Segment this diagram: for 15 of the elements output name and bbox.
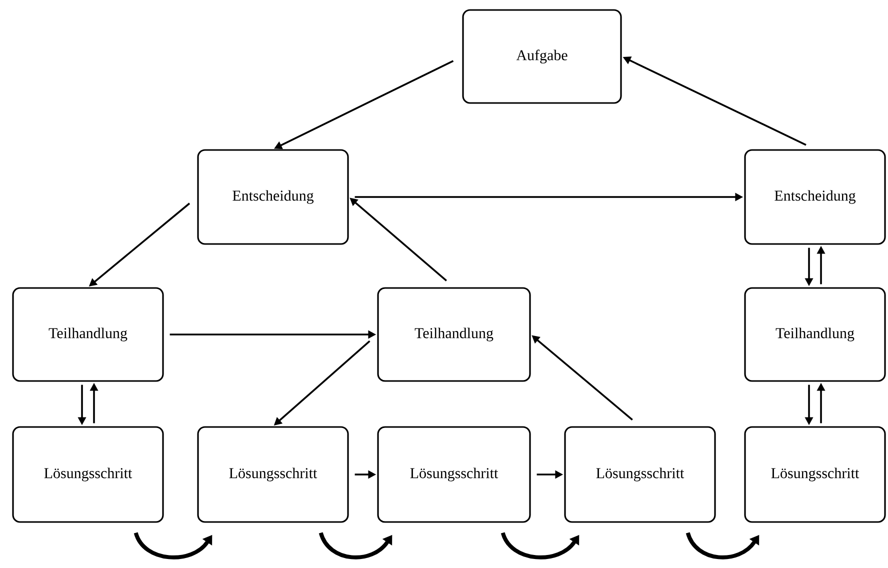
arrow: [500, 532, 580, 560]
process-box: Entscheidung: [744, 149, 886, 245]
process-box: Lösungsschritt: [197, 426, 349, 523]
arrow: [318, 532, 392, 560]
arrow: [686, 532, 760, 560]
process-box: Teilhandlung: [12, 287, 164, 382]
process-box: Aufgabe: [462, 9, 622, 104]
process-box: Lösungsschritt: [744, 426, 886, 523]
arrow: [134, 532, 212, 560]
process-box: Lösungsschritt: [12, 426, 164, 523]
process-box: Teilhandlung: [744, 287, 886, 382]
process-box: Lösungsschritt: [564, 426, 716, 523]
process-box: Lösungsschritt: [377, 426, 531, 523]
process-box: Entscheidung: [197, 149, 349, 245]
process-box: Teilhandlung: [377, 287, 531, 382]
